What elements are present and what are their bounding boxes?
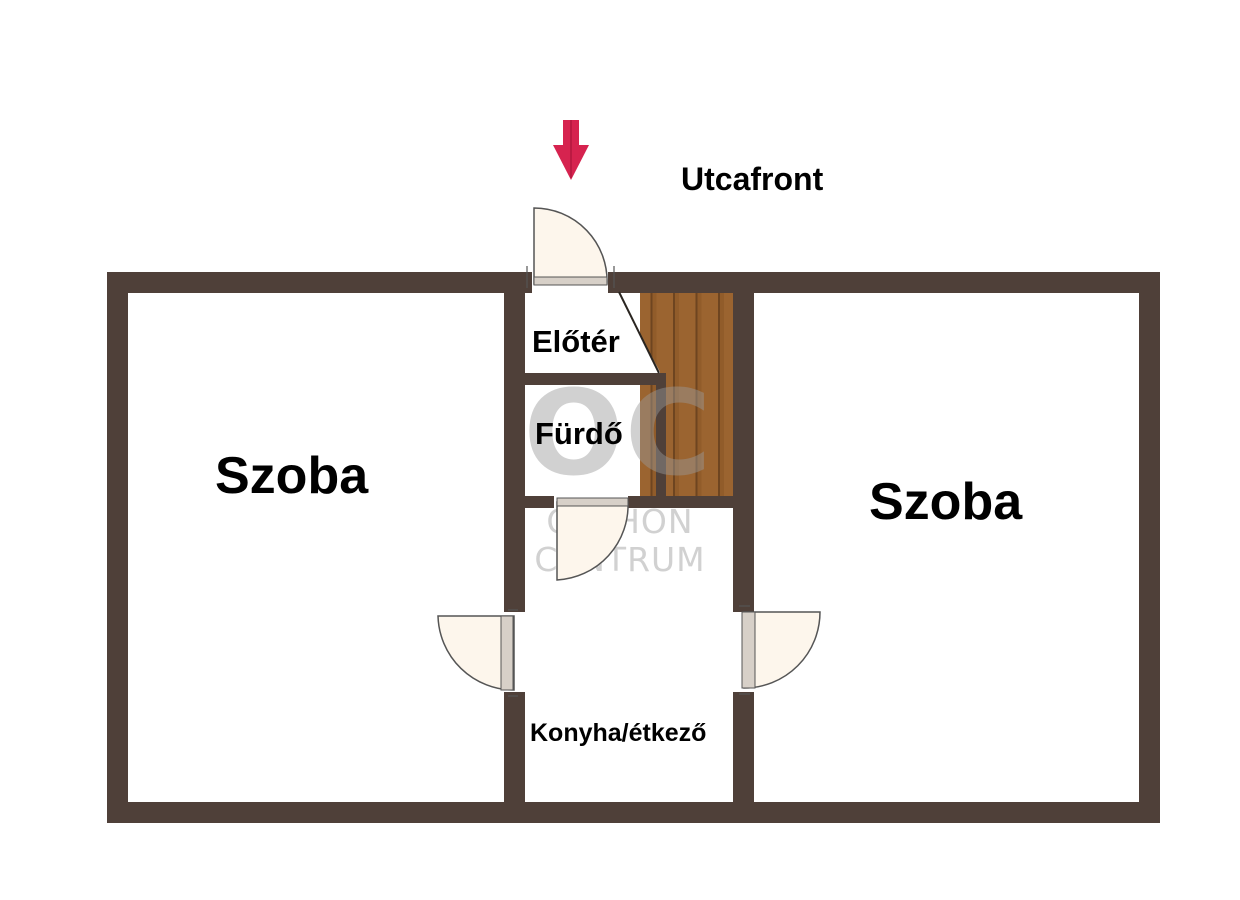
door-swing-icon: [533, 207, 608, 285]
wall-inner-left-lower: [504, 692, 525, 823]
street-front-label: Utcafront: [681, 161, 824, 197]
hall-label: Előtér: [532, 324, 620, 359]
bathroom-label: Fürdő: [535, 416, 623, 451]
door-entrance: [526, 207, 615, 288]
wall-outer-right: [1139, 272, 1160, 823]
wall-bath-kitchen-b: [628, 496, 754, 508]
room-left-label: Szoba: [215, 447, 369, 505]
wall-hall-bath: [504, 373, 666, 385]
door-left-room: [437, 609, 518, 697]
wall-inner-right-lower: [733, 692, 754, 823]
door-swing-icon: [556, 501, 629, 581]
wall-inner-right-upper: [733, 272, 754, 612]
arrow-down-icon: [553, 120, 589, 180]
wall-outer-left: [107, 272, 128, 823]
stairs: [640, 292, 735, 497]
door-leaf: [500, 615, 514, 691]
wall-outer-top-left: [107, 272, 532, 293]
watermark-monogram: OC: [524, 364, 713, 502]
wall-inner-left-upper: [504, 272, 525, 612]
wall-outer-top-right: [608, 272, 1160, 293]
wall-bath-right: [656, 385, 666, 497]
wall-outer-bottom: [107, 802, 1160, 823]
stair-diagonal-line: [618, 291, 660, 374]
door-right-room: [739, 605, 821, 695]
kitchen-label: Konyha/étkező: [530, 719, 706, 747]
door-bathroom: [556, 497, 629, 581]
door-leaf: [741, 611, 756, 689]
watermark: OC OTTHON CENTRUM: [524, 364, 713, 579]
walls: [107, 272, 1160, 823]
stairs-icon: [640, 292, 735, 497]
room-right-label: Szoba: [869, 473, 1023, 531]
wall-bath-kitchen-a: [504, 496, 554, 508]
door-leaf: [533, 276, 608, 286]
door-leaf: [556, 497, 629, 507]
